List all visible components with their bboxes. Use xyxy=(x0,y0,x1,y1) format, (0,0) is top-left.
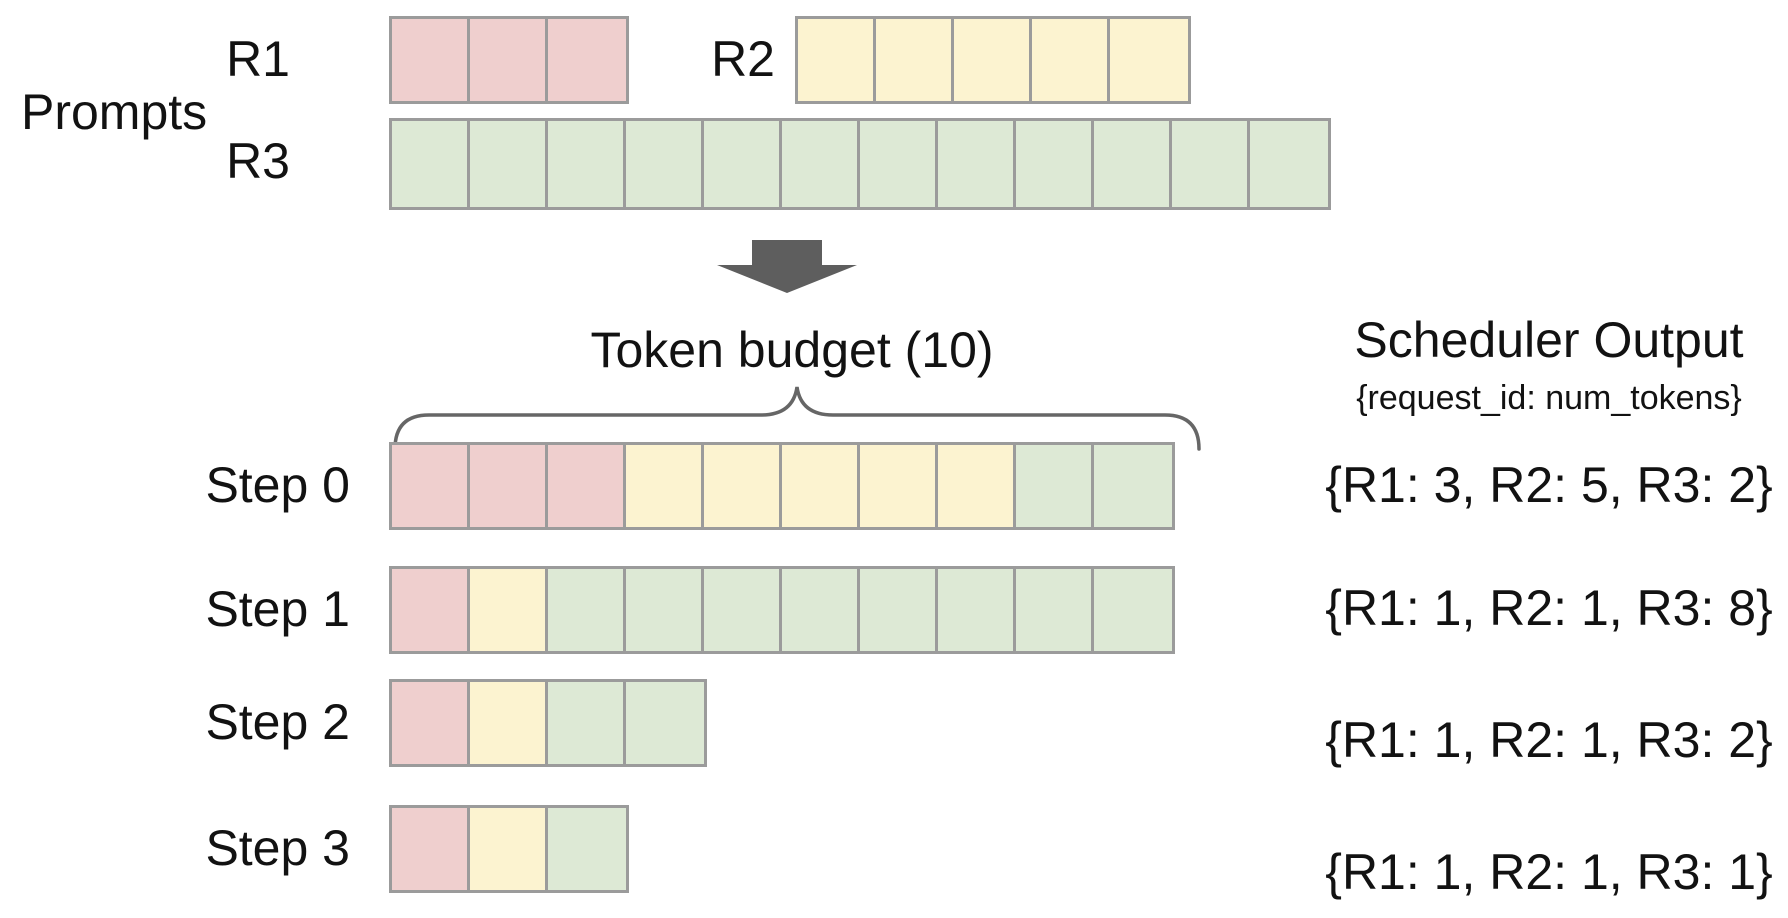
token-cell-r2 xyxy=(954,19,1032,101)
token-cell-r3 xyxy=(1094,569,1172,651)
token-cell-r2 xyxy=(626,445,704,527)
request-label-r3: R3 xyxy=(226,133,290,190)
token-cell-r1 xyxy=(392,19,470,101)
token-cell-r3 xyxy=(1094,121,1172,207)
token-cell-r3 xyxy=(548,569,626,651)
step-row-3 xyxy=(389,805,629,893)
token-cell-r2 xyxy=(1110,19,1188,101)
prompt-row-r3 xyxy=(389,118,1331,210)
step-row-1 xyxy=(389,566,1175,654)
step-label-3: Step 3 xyxy=(205,820,350,877)
token-cell-r3 xyxy=(1172,121,1250,207)
token-cell-r2 xyxy=(798,19,876,101)
token-cell-r3 xyxy=(938,121,1016,207)
token-cell-r3 xyxy=(704,121,782,207)
scheduler-output-step-1: {R1: 1, R2: 1, R3: 8} xyxy=(1325,580,1773,637)
token-cell-r2 xyxy=(782,445,860,527)
token-cell-r2 xyxy=(938,445,1016,527)
token-cell-r2 xyxy=(704,445,782,527)
request-label-r2: R2 xyxy=(711,31,775,88)
token-cell-r3 xyxy=(1016,121,1094,207)
token-cell-r3 xyxy=(860,121,938,207)
token-cell-r1 xyxy=(392,569,470,651)
token-cell-r1 xyxy=(392,445,470,527)
token-cell-r3 xyxy=(548,682,626,764)
request-label-r1: R1 xyxy=(226,31,290,88)
token-cell-r3 xyxy=(1250,121,1328,207)
token-cell-r3 xyxy=(626,682,704,764)
token-cell-r3 xyxy=(626,569,704,651)
scheduler-output-subtitle: {request_id: num_tokens} xyxy=(1356,379,1742,418)
token-cell-r2 xyxy=(470,682,548,764)
token-cell-r2 xyxy=(470,569,548,651)
step-row-2 xyxy=(389,679,707,767)
token-cell-r2 xyxy=(470,808,548,890)
token-cell-r3 xyxy=(470,121,548,207)
token-cell-r1 xyxy=(470,19,548,101)
prompt-row-r1 xyxy=(389,16,629,104)
token-cell-r1 xyxy=(548,19,626,101)
token-cell-r3 xyxy=(704,569,782,651)
token-cell-r1 xyxy=(470,445,548,527)
scheduler-output-step-0: {R1: 3, R2: 5, R3: 2} xyxy=(1325,457,1773,514)
token-cell-r1 xyxy=(392,682,470,764)
step-label-1: Step 1 xyxy=(205,581,350,638)
token-cell-r3 xyxy=(626,121,704,207)
token-budget-label: Token budget (10) xyxy=(590,322,994,379)
token-cell-r2 xyxy=(876,19,954,101)
scheduler-output-title: Scheduler Output xyxy=(1354,312,1744,369)
token-cell-r3 xyxy=(1016,445,1094,527)
down-arrow-icon xyxy=(717,240,857,293)
token-cell-r3 xyxy=(1016,569,1094,651)
step-label-2: Step 2 xyxy=(205,694,350,751)
token-cell-r1 xyxy=(392,808,470,890)
prompt-row-r2 xyxy=(795,16,1191,104)
token-cell-r2 xyxy=(860,445,938,527)
scheduler-output-step-3: {R1: 1, R2: 1, R3: 1} xyxy=(1325,844,1773,901)
prompts-section-label: Prompts xyxy=(21,84,208,141)
step-label-0: Step 0 xyxy=(205,457,350,514)
token-cell-r2 xyxy=(1032,19,1110,101)
token-cell-r3 xyxy=(860,569,938,651)
token-cell-r3 xyxy=(1094,445,1172,527)
token-cell-r3 xyxy=(392,121,470,207)
token-cell-r3 xyxy=(548,121,626,207)
token-cell-r3 xyxy=(938,569,1016,651)
token-cell-r3 xyxy=(548,808,626,890)
token-cell-r3 xyxy=(782,569,860,651)
token-cell-r1 xyxy=(548,445,626,527)
token-cell-r3 xyxy=(782,121,860,207)
step-row-0 xyxy=(389,442,1175,530)
scheduler-output-step-2: {R1: 1, R2: 1, R3: 2} xyxy=(1325,712,1773,769)
curly-brace-icon xyxy=(393,386,1201,451)
